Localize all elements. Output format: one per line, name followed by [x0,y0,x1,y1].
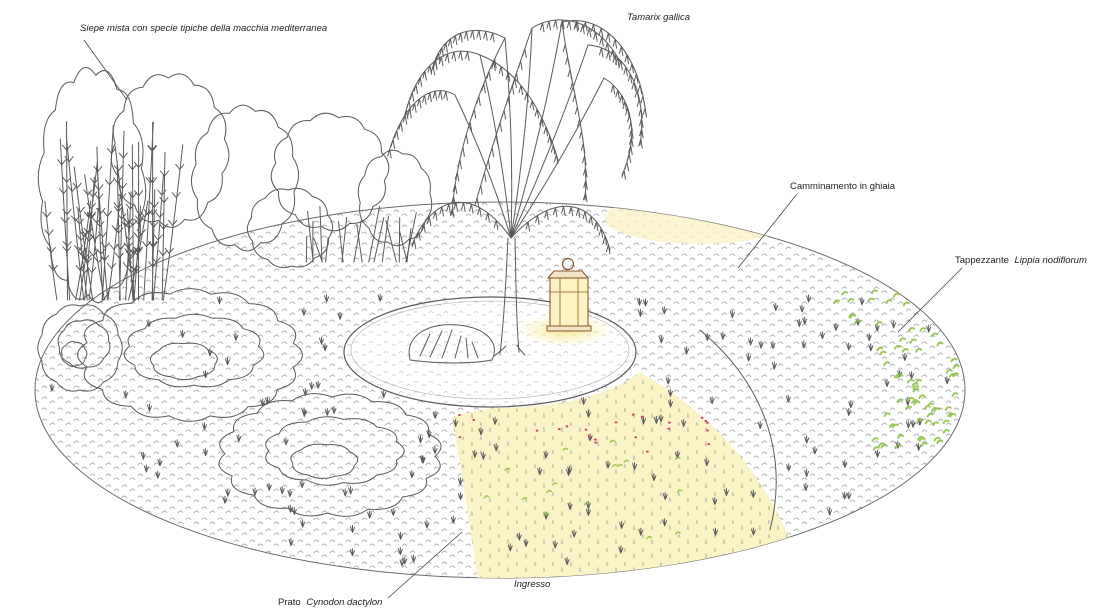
tamarix-frond [479,54,559,165]
path-edge-line [699,329,777,531]
tamarix-frond [531,19,621,67]
front-shrub-inner [123,313,265,388]
spiky-plants [42,121,185,301]
groundcover-label: Tappezzante Lippia nodiflorum [955,255,1087,266]
lawn-label: Prato Cynodon dactylon [278,597,382,608]
lawn-flowers [458,413,711,453]
central-circle-gravel [343,296,637,408]
hedge-label: Siepe mista con specie tipiche della mac… [80,23,327,34]
hedge-stems [305,205,417,263]
tamarix-frond [561,21,588,203]
lawn-prefix: Prato [278,597,301,608]
hedge-shrub [270,112,390,232]
tamarix-tree [387,19,648,357]
tamarix-frond [387,90,456,159]
ground-tints [452,202,795,578]
lawn-leader [387,531,463,599]
tamarix-frond [411,201,512,250]
rock-hatching [419,329,479,359]
hedge-shrub [110,73,230,228]
lantern-body [549,277,589,327]
grass-tufts-layer [49,292,950,567]
tamarix-frond [510,205,611,255]
hedge-shrub [190,104,300,252]
tamarix-frond [587,44,644,149]
lantern-base [546,325,592,332]
lantern-ring [561,257,575,271]
lantern-roof [546,270,590,279]
labels: Siepe mista con specie tipiche della mac… [80,12,1087,608]
groundcover-patches [833,289,960,451]
rock [408,324,495,364]
groundcover-leader [897,267,963,333]
hedge-shrub [357,149,433,247]
gravel-path-leader [737,193,798,269]
tamarix-frond [603,77,634,180]
front-shrub-core [290,443,359,479]
tamarix-frond [474,27,533,208]
gravel-yellow-tint [605,202,795,244]
front-shrub [77,288,303,422]
tamarix-frond [561,20,648,118]
tamarix-frond [430,29,506,76]
lawn-species: Cynodon dactylon [306,597,382,608]
leader-lines [83,39,963,599]
front-shrub-core [149,342,218,381]
central-circle-inner-edge [350,300,630,400]
tamarix-frond [449,37,506,218]
gravel-path-label: Camminamento in ghiaia [790,181,896,192]
hedge-shrub [246,187,334,269]
groundcover-layer [483,289,960,540]
lantern [517,257,613,346]
tamarix-label: Tamarix gallica [627,12,690,23]
lantern-frame [550,278,588,326]
front-shrub-core [61,341,88,368]
front-shrub [37,304,123,392]
rock-outline [408,324,495,364]
grass-tufts [49,292,950,567]
lawn-grass-texture [452,372,790,578]
tamarix-trunk [493,237,526,357]
central-circle [343,296,637,408]
lawn-green-accents [483,439,683,540]
groundcover-species: Lippia nodiflorum [1015,255,1087,266]
front-shrub-inner [265,416,405,486]
front-shrub [218,393,442,517]
groundcover-prefix: Tappezzante [955,255,1009,266]
front-shrubs-layer [37,288,442,517]
hedge-leader [83,39,128,101]
hedge-shrub [37,67,147,303]
hedge-layer [37,67,433,303]
entrance-label: Ingresso [514,579,550,590]
